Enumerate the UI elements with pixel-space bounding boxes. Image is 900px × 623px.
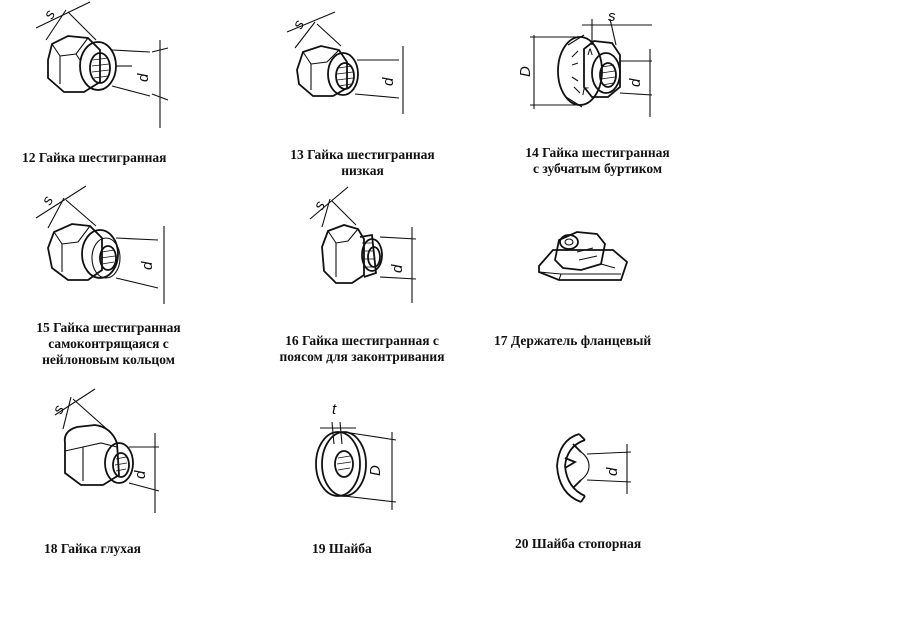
dim-d-group: d [139,226,164,304]
caption-line: 15 Гайка шестигранная [36,320,181,335]
caption-line: 16 Гайка шестигранная с [285,333,439,348]
dim-d-label: d [139,261,156,270]
cap-nut-drawing [65,425,159,491]
caption-line: поясом для законтривания [279,349,445,364]
dim-s-group: s [36,2,96,40]
low-hex-nut-figure-13: s d [275,10,415,125]
dim-t-group: t [320,401,356,444]
caption-12: 12 Гайка шестигранная [22,150,166,166]
dim-s-group: s [50,389,109,431]
dim-s-group: s [582,8,652,45]
dim-d-label: d [389,264,406,273]
dim-s-label: s [50,402,69,417]
dim-D-label: D [517,66,534,77]
dim-D-group: D [517,35,578,109]
dim-d-group: d [135,40,168,128]
flange-holder-figure-17 [535,222,635,290]
dim-s-group: s [287,12,341,48]
dim-d-group: d [604,444,627,494]
caption-line: 18 Гайка глухая [44,541,141,556]
caption-14: 14 Гайка шестигранная с зубчатым буртико… [505,145,690,177]
e-clip-drawing [557,434,631,502]
dim-s-label: s [608,8,616,25]
caption-20: 20 Шайба стопорная [515,536,641,552]
nylon-lock-nut-figure-15: s d [20,178,170,308]
collar-nut-drawing [322,225,416,283]
caption-line: 20 Шайба стопорная [515,536,642,551]
caption-17: 17 Держатель фланцевый [494,333,651,349]
dim-d-label: d [380,77,397,86]
flange-hex-nut-figure-14: ∧ Г D s d [517,8,667,130]
dim-d-label: d [132,470,149,479]
svg-text:Г: Г [582,86,589,98]
dim-t-label: t [332,401,337,418]
dim-s-group: s [310,187,356,227]
dim-s-label: s [39,193,58,208]
dim-s-label: s [311,198,330,213]
flange-holder-drawing [539,232,627,280]
caption-line: 12 Гайка шестигранная [22,150,167,165]
dim-D-group: D [367,432,392,510]
caption-line: самоконтрящаяся с [48,336,169,351]
dim-d-group: d [389,227,412,303]
dim-d-group: d [132,433,155,513]
caption-line: 17 Держатель фланцевый [494,333,652,348]
dim-d-label: d [627,78,644,87]
cap-nut-figure-18: s d [50,385,165,515]
dim-s-group: s [36,186,96,228]
caption-line: 13 Гайка шестигранная [290,147,435,162]
dim-d-group: d [627,49,650,117]
caption-line: низкая [341,163,384,178]
dim-s-label: s [41,7,60,22]
caption-line: 14 Гайка шестигранная [525,145,670,160]
caption-line: 19 Шайба [312,541,372,556]
low-hex-nut-drawing [297,46,399,98]
caption-15: 15 Гайка шестигранная самоконтрящаяся с … [16,320,201,368]
washer-figure-19: t D [300,401,410,512]
washer-drawing [316,432,396,502]
caption-16: 16 Гайка шестигранная с поясом для закон… [262,333,462,365]
lock-washer-figure-20: d [545,422,645,512]
caption-13: 13 Гайка шестигранная низкая [270,147,455,179]
hex-nut-figure-12: s d [20,0,170,130]
collar-hex-nut-figure-16: s d [300,185,430,310]
dim-d-group: d [380,46,403,114]
caption-18: 18 Гайка глухая [44,541,141,557]
caption-line: нейлоновым кольцом [42,352,175,367]
dim-d-label: d [135,73,152,82]
svg-text:∧: ∧ [586,46,594,58]
dim-D-label: D [367,465,384,476]
hex-nut-drawing [48,36,150,96]
nylon-lock-nut-drawing [48,224,158,288]
caption-19: 19 Шайба [312,541,372,557]
caption-line: с зубчатым буртиком [532,161,663,176]
dim-d-label: d [604,467,621,476]
flange-nut-drawing: ∧ Г [558,35,652,107]
